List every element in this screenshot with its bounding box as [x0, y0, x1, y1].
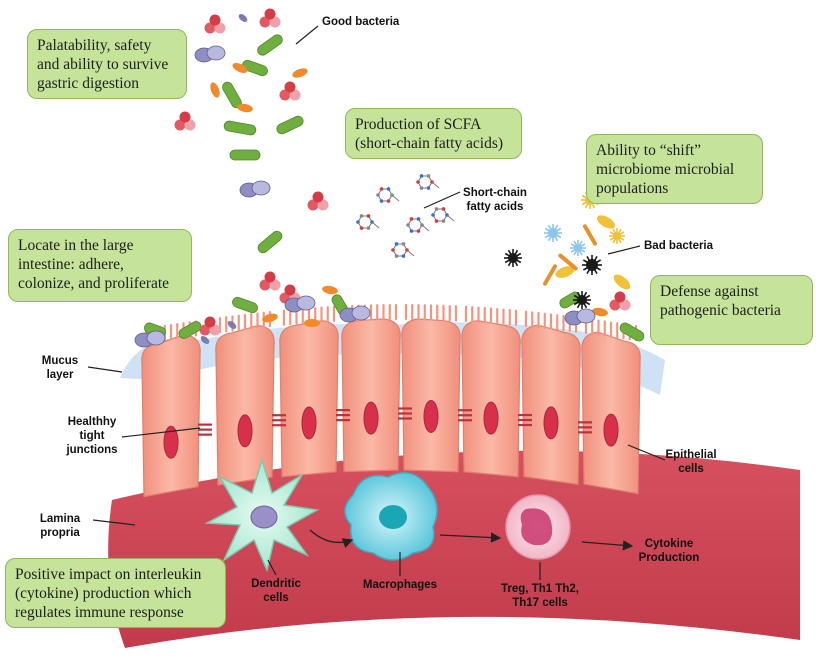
label-tight-junctions: Healthhy tight junctions	[66, 416, 118, 456]
arrow-t-cell-to-cytokine	[581, 540, 634, 551]
label-lamina-propria: Lamina propria	[39, 513, 81, 539]
callout-interleukin: Positive impact on interleukin (cytokine…	[5, 558, 226, 628]
callout-palatability: Palatability, safety and ability to surv…	[27, 29, 187, 99]
label-macrophages: Macrophages	[362, 579, 438, 591]
arrow-macrophage-to-t-cell	[439, 532, 502, 543]
tight-junctions	[198, 407, 592, 436]
callout-locate: Locate in the large intestine: adhere, c…	[8, 229, 192, 302]
epithelial-cell-layer	[141, 318, 641, 498]
good-bacteria-cluster	[134, 8, 645, 348]
macrophage-cell	[344, 472, 438, 561]
label-good-bacteria: Good bacteria	[322, 16, 400, 28]
label-cytokine-production: Cytokine Production	[638, 538, 700, 564]
callout-scfa: Production of SCFA (short-chain fatty ac…	[345, 108, 522, 159]
label-mucus-layer: Mucus layer	[41, 355, 79, 381]
callout-defense: Defense against pathogenic bacteria	[650, 275, 813, 345]
t-cell	[505, 494, 571, 560]
arrow-dendritic-to-macrophage	[309, 529, 354, 548]
label-bad-bacteria: Bad bacteria	[644, 240, 714, 252]
leader-lines	[87, 25, 666, 580]
scfa-molecules	[356, 174, 455, 258]
label-treg-th-cells: Treg, Th1 Th2, Th17 cells	[501, 583, 579, 609]
callout-shift: Ability to “shift” microbiome microbial …	[586, 134, 763, 204]
label-epithelial-cells: Epithelial cells	[665, 449, 717, 475]
label-dendritic-cells: Dendritic cells	[251, 578, 301, 604]
bad-bacteria-cluster	[504, 191, 631, 309]
dendritic-cell	[204, 457, 320, 573]
label-short-chain-fatty-acids: Short-chain fatty acids	[463, 187, 527, 213]
